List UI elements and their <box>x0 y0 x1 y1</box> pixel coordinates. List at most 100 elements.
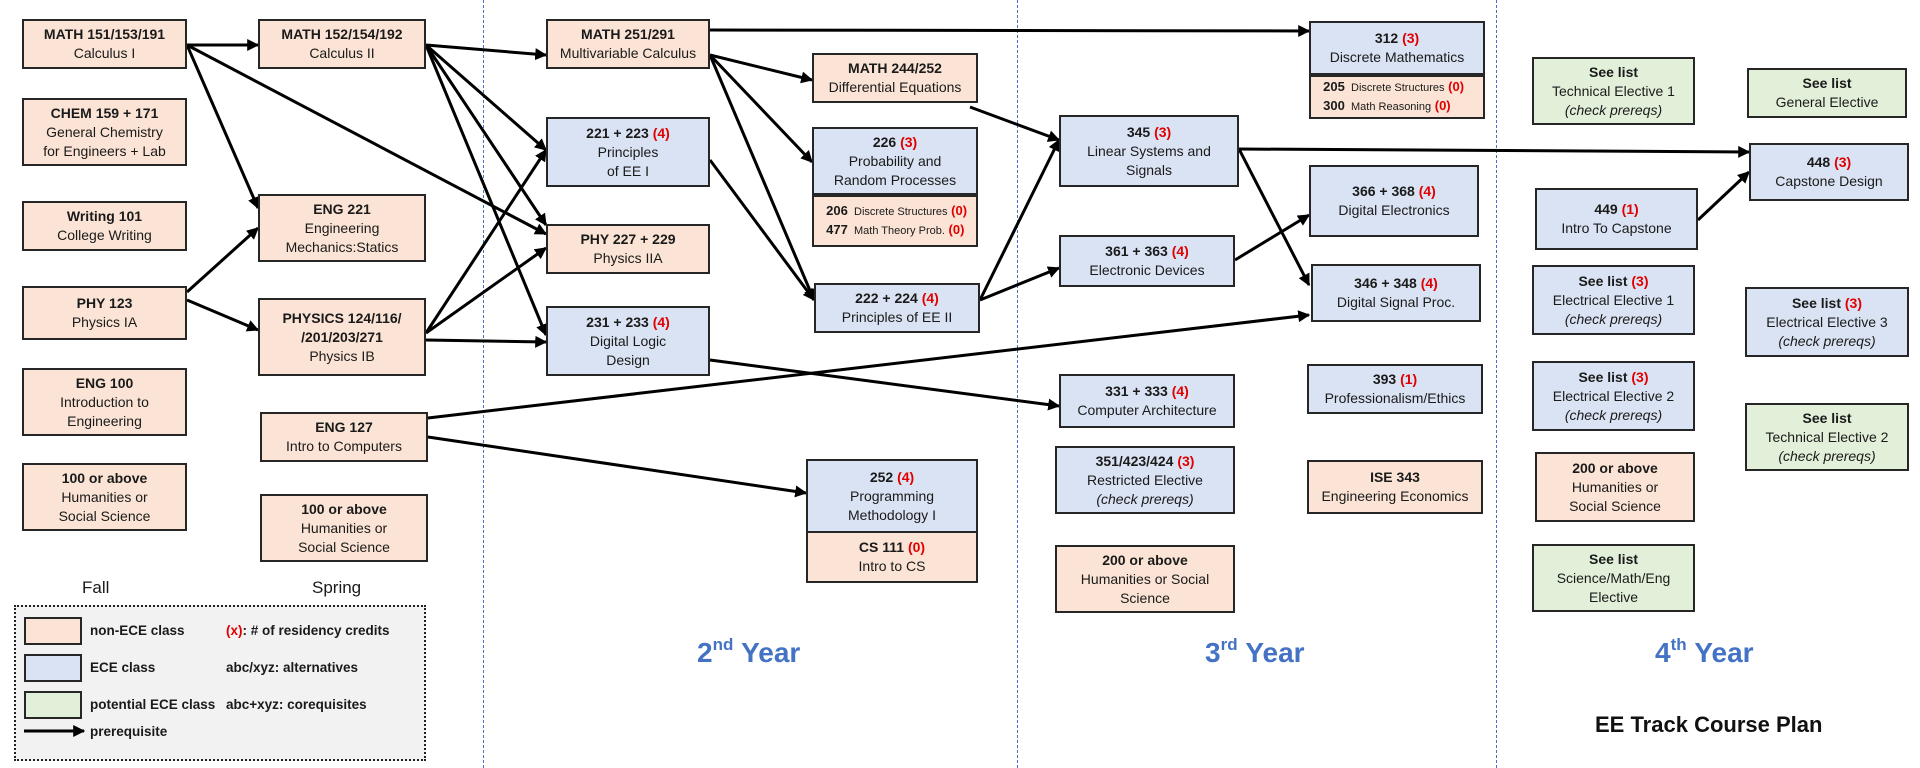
legend-label-ece: ECE class <box>90 660 156 675</box>
course-code-line: ENG 221 <box>313 200 371 219</box>
course-title: Science/Math/Eng <box>1556 569 1671 586</box>
year-label-2nd: 2nd Year <box>697 635 800 669</box>
course-title: Differential Equations <box>828 79 962 95</box>
course-elec3: See list (3)Electrical Elective 3(check … <box>1745 287 1909 357</box>
course-code-line: CHEM 159 + 171 <box>51 104 159 123</box>
course-code: ENG 127 <box>315 419 373 435</box>
course-code-line: Writing 101 <box>67 207 142 226</box>
course-title: Intro to Computers <box>286 438 402 454</box>
course-ee351: 351/423/424 (3)Restricted Elective(check… <box>1055 446 1235 514</box>
course-title-cont: of EE I <box>606 162 650 179</box>
course-code: ENG 100 <box>75 374 134 391</box>
course-code: MATH 244/252 <box>848 60 942 76</box>
course-code: 221 + 223 <box>586 124 649 141</box>
course-title-cont: Social Science <box>58 507 151 524</box>
prerequisite-arrow <box>978 138 1061 301</box>
course-title: Engineering <box>304 219 380 236</box>
course-title-cont: Social Science <box>1569 497 1661 514</box>
course-title: Physics IIA <box>593 250 663 266</box>
alt-name: Math Reasoning <box>1351 101 1432 113</box>
course-credits: (4) <box>1171 243 1189 259</box>
course-code-line: CS 111 (0) <box>859 538 925 557</box>
course-title: General Chemistry <box>46 123 163 140</box>
course-credits: (4) <box>897 468 915 485</box>
course-title-cont: Design <box>606 351 650 368</box>
divider-year2-year3 <box>1017 0 1018 768</box>
course-code: Writing 101 <box>66 208 143 224</box>
prerequisite-arrow <box>1234 213 1311 262</box>
course-title: Digital Signal Proc. <box>1336 294 1456 310</box>
alt-code: 477 <box>826 222 848 237</box>
course-code-line: 346 + 348 (4) <box>1354 274 1438 293</box>
year-label-3rd: 3rd Year <box>1205 635 1305 669</box>
course-code-line: 200 or above <box>1572 459 1658 478</box>
season-label-spring: Spring <box>312 578 362 597</box>
course-note: (check prereqs) <box>1564 101 1663 118</box>
prerequisite-arrow <box>425 335 548 348</box>
course-title: Humanities or <box>1571 478 1659 495</box>
course-title: Physics IA <box>71 314 138 330</box>
course-ee448: 448 (3)Capstone Design <box>1749 143 1909 201</box>
prerequisite-arrow <box>709 24 1311 37</box>
prerequisite-arrow <box>425 43 548 61</box>
course-code-line: 366 + 368 (4) <box>1352 182 1436 201</box>
prerequisite-arrow <box>709 358 1061 411</box>
course-ee361: 361 + 363 (4)Electronic Devices <box>1059 235 1235 287</box>
alt-credits: (0) <box>1448 79 1465 94</box>
course-ee331: 331 + 333 (4)Computer Architecture <box>1059 374 1235 428</box>
legend: non-ECE class ECE class potential ECE cl… <box>14 605 426 761</box>
course-code: 449 <box>1594 201 1618 217</box>
course-code-line: See list <box>1802 74 1851 93</box>
course-code-line: See list <box>1589 63 1638 82</box>
prerequisite-arrow <box>425 246 547 335</box>
course-code: 345 <box>1126 123 1151 140</box>
course-title: Capstone Design <box>1775 173 1883 189</box>
prerequisite-arrow <box>979 266 1061 302</box>
course-title: Restricted Elective <box>1087 471 1203 488</box>
alt-code: 300 <box>1323 98 1345 113</box>
course-code-line: 226 (3) <box>873 133 917 152</box>
course-code: 312 <box>1374 30 1399 46</box>
course-credits: (3) <box>1402 30 1420 46</box>
course-code: 222 + 224 <box>855 290 918 306</box>
course-credits: (3) <box>1177 452 1195 469</box>
course-code-line: 393 (1) <box>1373 370 1417 389</box>
year-word: Year <box>1245 637 1305 668</box>
year-number: 3 <box>1205 637 1221 668</box>
course-title: Principles <box>597 143 659 160</box>
course-code: 200 or above <box>1572 459 1658 476</box>
course-credits: (4) <box>921 290 939 306</box>
course-title-cont: Signals <box>1126 161 1172 178</box>
course-code-line: 448 (3) <box>1807 153 1851 172</box>
year-suffix: nd <box>712 635 734 654</box>
course-title: Electrical Elective 2 <box>1552 387 1675 404</box>
course-credits: (3) <box>1631 368 1649 385</box>
year-number: 4 <box>1655 637 1671 668</box>
course-title: Technical Elective 2 <box>1765 428 1889 445</box>
legend-credits-key: (x): # of residency credits <box>226 623 390 638</box>
course-title-cont: Methodology I <box>848 506 936 523</box>
course-ee346: 346 + 348 (4)Digital Signal Proc. <box>1311 264 1481 322</box>
course-code-line: 345 (3) <box>1127 123 1171 142</box>
year-suffix: rd <box>1220 635 1238 654</box>
course-code-line: MATH 244/252 <box>848 59 942 78</box>
course-title: Humanities or Social <box>1080 570 1210 587</box>
legend-label-potential: potential ECE class <box>90 697 216 712</box>
course-code: 100 or above <box>301 500 387 517</box>
course-ee312: 312 (3)Discrete Mathematics <box>1309 21 1485 75</box>
course-code: 231 + 233 <box>586 313 649 330</box>
alt-credits: (0) <box>948 222 965 237</box>
